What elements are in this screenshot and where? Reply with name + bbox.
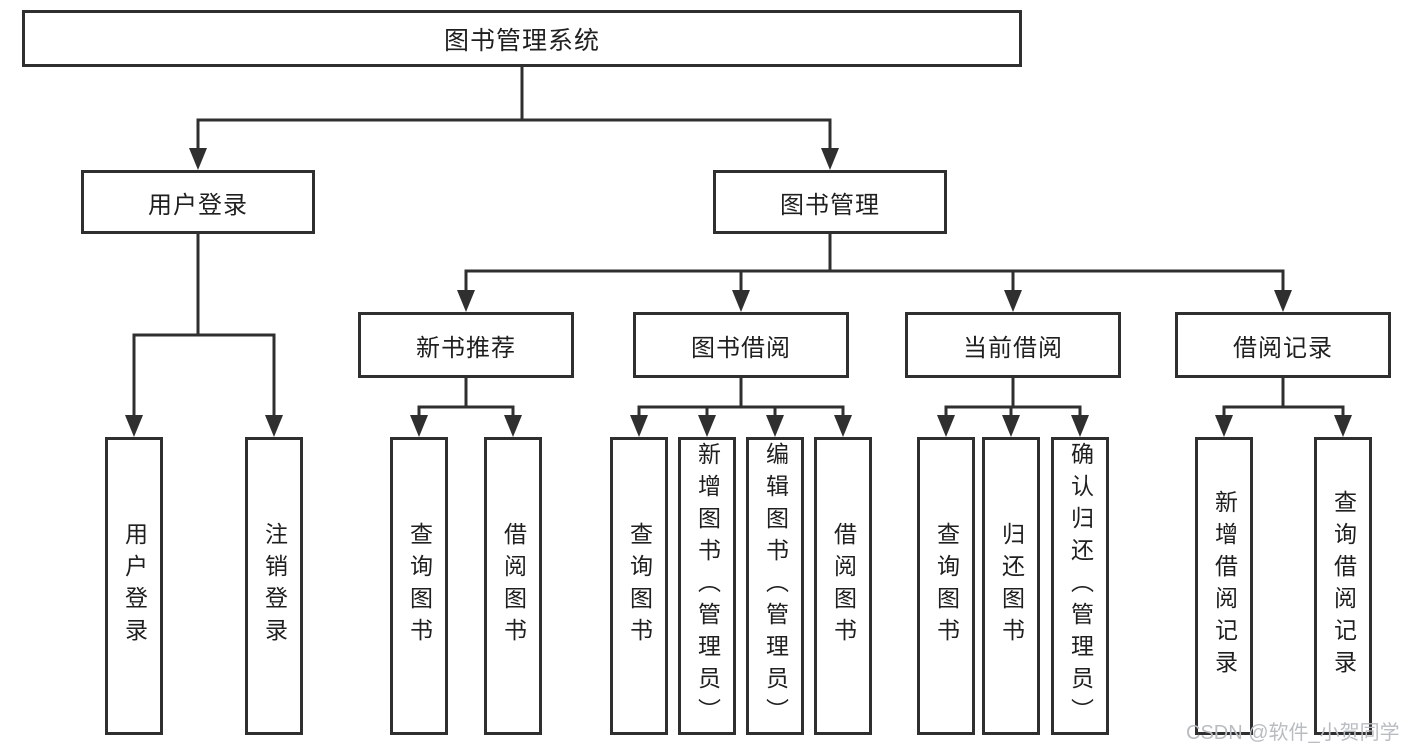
connector-line <box>637 378 845 417</box>
node-label: 用户登录 <box>148 191 248 219</box>
leaf-add-book-admin: 新增图书（管理员） <box>678 437 736 735</box>
arrow-down-icon <box>504 415 522 437</box>
leaf-confirm-return-admin: 确认归还（管理员） <box>1051 437 1109 735</box>
leaf-query-books-recommend: 查询图书 <box>390 437 448 735</box>
node-label: 图书管理系统 <box>443 26 600 55</box>
leaf-label: 注销登录 <box>261 522 288 650</box>
leaf-label: 归还图书 <box>998 522 1025 650</box>
node-label: 图书管理 <box>780 191 880 219</box>
node-label: 当前借阅 <box>963 334 1063 362</box>
arrow-down-icon <box>1274 290 1292 312</box>
node-current-borrowing: 当前借阅 <box>905 312 1121 378</box>
leaf-query-books-current: 查询图书 <box>917 437 975 735</box>
connector-line <box>132 233 276 417</box>
leaf-label: 借阅图书 <box>500 522 527 650</box>
arrow-down-icon <box>698 415 716 437</box>
connector-root-to-level2 <box>189 65 839 170</box>
leaf-label: 新增借阅记录 <box>1211 490 1238 682</box>
arrow-down-icon <box>1071 415 1089 437</box>
node-label: 新书推荐 <box>416 334 516 362</box>
connector-newbook-to-leaves <box>410 378 522 437</box>
leaf-borrow-books-recommend: 借阅图书 <box>484 437 542 735</box>
arrow-down-icon <box>937 415 955 437</box>
arrow-down-icon <box>1215 415 1233 437</box>
arrow-down-icon <box>834 415 852 437</box>
leaf-logout: 注销登录 <box>245 437 303 735</box>
arrow-down-icon <box>766 415 784 437</box>
connector-line <box>1222 378 1345 417</box>
arrow-down-icon <box>821 148 839 170</box>
node-label: 借阅记录 <box>1233 334 1333 362</box>
connector-line <box>464 233 1285 292</box>
connector-line <box>417 378 515 417</box>
leaf-borrow-books-borrowing: 借阅图书 <box>814 437 872 735</box>
connector-bookborrow-to-leaves <box>630 378 852 437</box>
arrow-down-icon <box>125 415 143 437</box>
node-library-management-system: 图书管理系统 <box>22 10 1022 67</box>
arrow-down-icon <box>732 290 750 312</box>
arrow-down-icon <box>410 415 428 437</box>
leaf-query-books-borrowing: 查询图书 <box>610 437 668 735</box>
connector-userlogin-to-leaves <box>125 233 283 437</box>
arrow-down-icon <box>1002 415 1020 437</box>
leaf-return-books: 归还图书 <box>982 437 1040 735</box>
arrow-down-icon <box>189 148 207 170</box>
leaf-label: 借阅图书 <box>830 522 857 650</box>
connector-bookmgmt-to-level3 <box>457 233 1292 312</box>
leaf-label: 确认归还（管理员） <box>1067 442 1094 730</box>
leaf-add-borrow-record: 新增借阅记录 <box>1195 437 1253 735</box>
connector-line <box>196 65 832 150</box>
node-user-login: 用户登录 <box>81 170 315 234</box>
node-new-book-recommend: 新书推荐 <box>358 312 574 378</box>
leaf-label: 查询图书 <box>626 522 653 650</box>
leaf-label: 查询借阅记录 <box>1330 490 1357 682</box>
connector-records-to-leaves <box>1215 378 1352 437</box>
arrow-down-icon <box>265 415 283 437</box>
arrow-down-icon <box>1334 415 1352 437</box>
leaf-user-login: 用户登录 <box>105 437 163 735</box>
connector-line <box>944 378 1082 417</box>
node-label: 图书借阅 <box>691 334 791 362</box>
node-book-borrowing: 图书借阅 <box>633 312 849 378</box>
arrow-down-icon <box>457 290 475 312</box>
leaf-edit-book-admin: 编辑图书（管理员） <box>746 437 804 735</box>
node-borrowing-records: 借阅记录 <box>1175 312 1391 378</box>
leaf-query-borrow-record: 查询借阅记录 <box>1314 437 1372 735</box>
leaf-label: 编辑图书（管理员） <box>762 442 789 730</box>
watermark: CSDN @软件_小贺同学 <box>1186 722 1400 744</box>
connector-currentborrow-to-leaves <box>937 378 1089 437</box>
leaf-label: 新增图书（管理员） <box>694 442 721 730</box>
leaf-label: 查询图书 <box>933 522 960 650</box>
node-book-management: 图书管理 <box>713 170 947 234</box>
leaf-label: 用户登录 <box>121 522 148 650</box>
leaf-label: 查询图书 <box>406 522 433 650</box>
arrow-down-icon <box>630 415 648 437</box>
arrow-down-icon <box>1004 290 1022 312</box>
